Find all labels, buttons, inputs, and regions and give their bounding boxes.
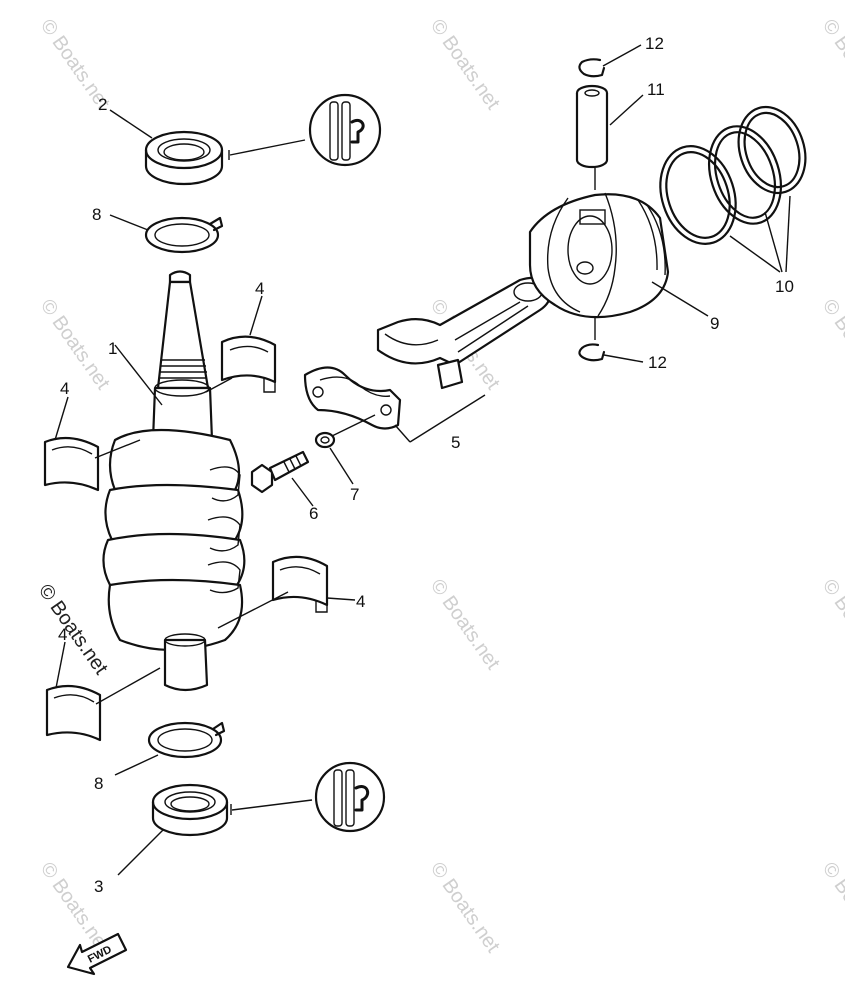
piston-rings (659, 105, 807, 245)
thrust-washer-lower (147, 721, 226, 759)
circlip-upper (578, 58, 606, 78)
crankshaft (102, 270, 246, 692)
oil-seal-upper (144, 130, 224, 186)
callout-4-right: 4 (356, 592, 365, 611)
fwd-arrow-icon: FWD (66, 932, 128, 976)
rod-washer (314, 431, 336, 449)
watermark-4: © Boats.net (36, 295, 114, 394)
thrust-washer-upper (144, 216, 224, 254)
callout-4-bottom: 4 (58, 625, 67, 644)
piston (528, 192, 670, 319)
circlip-lower (578, 343, 606, 362)
seal-lip-detail-upper (308, 93, 382, 167)
watermark-2: © Boats.net (426, 15, 504, 114)
rod-bolt (250, 450, 310, 494)
callout-3: 3 (94, 877, 103, 896)
watermark-3: © Boats.net (818, 15, 845, 114)
callout-10: 10 (775, 277, 794, 296)
watermark-7: © Boats.net (426, 575, 504, 674)
main-bearing-lower-left (45, 684, 102, 742)
connecting-rod (376, 276, 552, 390)
callout-6: 6 (309, 504, 318, 523)
callout-4-left: 4 (60, 379, 69, 398)
callout-2: 2 (98, 95, 107, 114)
watermark-11: © Boats.net (818, 858, 845, 957)
main-bearing-upper-right (220, 335, 277, 393)
callout-4-top: 4 (255, 279, 264, 298)
seal-lip-detail-lower (314, 761, 386, 833)
watermark-10: © Boats.net (426, 858, 504, 957)
watermark-dark: © Boats.net (34, 580, 112, 679)
piston-pin (575, 84, 609, 169)
watermark-8: © Boats.net (818, 575, 845, 674)
callout-12-top: 12 (645, 34, 664, 53)
callouts: 1 2 3 4 4 4 4 5 6 7 8 8 9 10 11 12 12 (58, 34, 794, 896)
callout-7: 7 (350, 485, 359, 504)
watermark-6: © Boats.net (818, 295, 845, 394)
callout-1: 1 (108, 339, 117, 358)
oil-seal-lower (151, 783, 229, 837)
callout-9: 9 (710, 314, 719, 333)
callout-8-top: 8 (92, 205, 101, 224)
main-bearing-left (43, 436, 100, 492)
connecting-rod-cap (303, 366, 402, 430)
callout-11: 11 (647, 80, 665, 99)
main-bearing-lower-right (271, 555, 329, 613)
callout-8-bottom: 8 (94, 774, 103, 793)
callout-12-bottom: 12 (648, 353, 667, 372)
callout-5: 5 (451, 433, 460, 452)
